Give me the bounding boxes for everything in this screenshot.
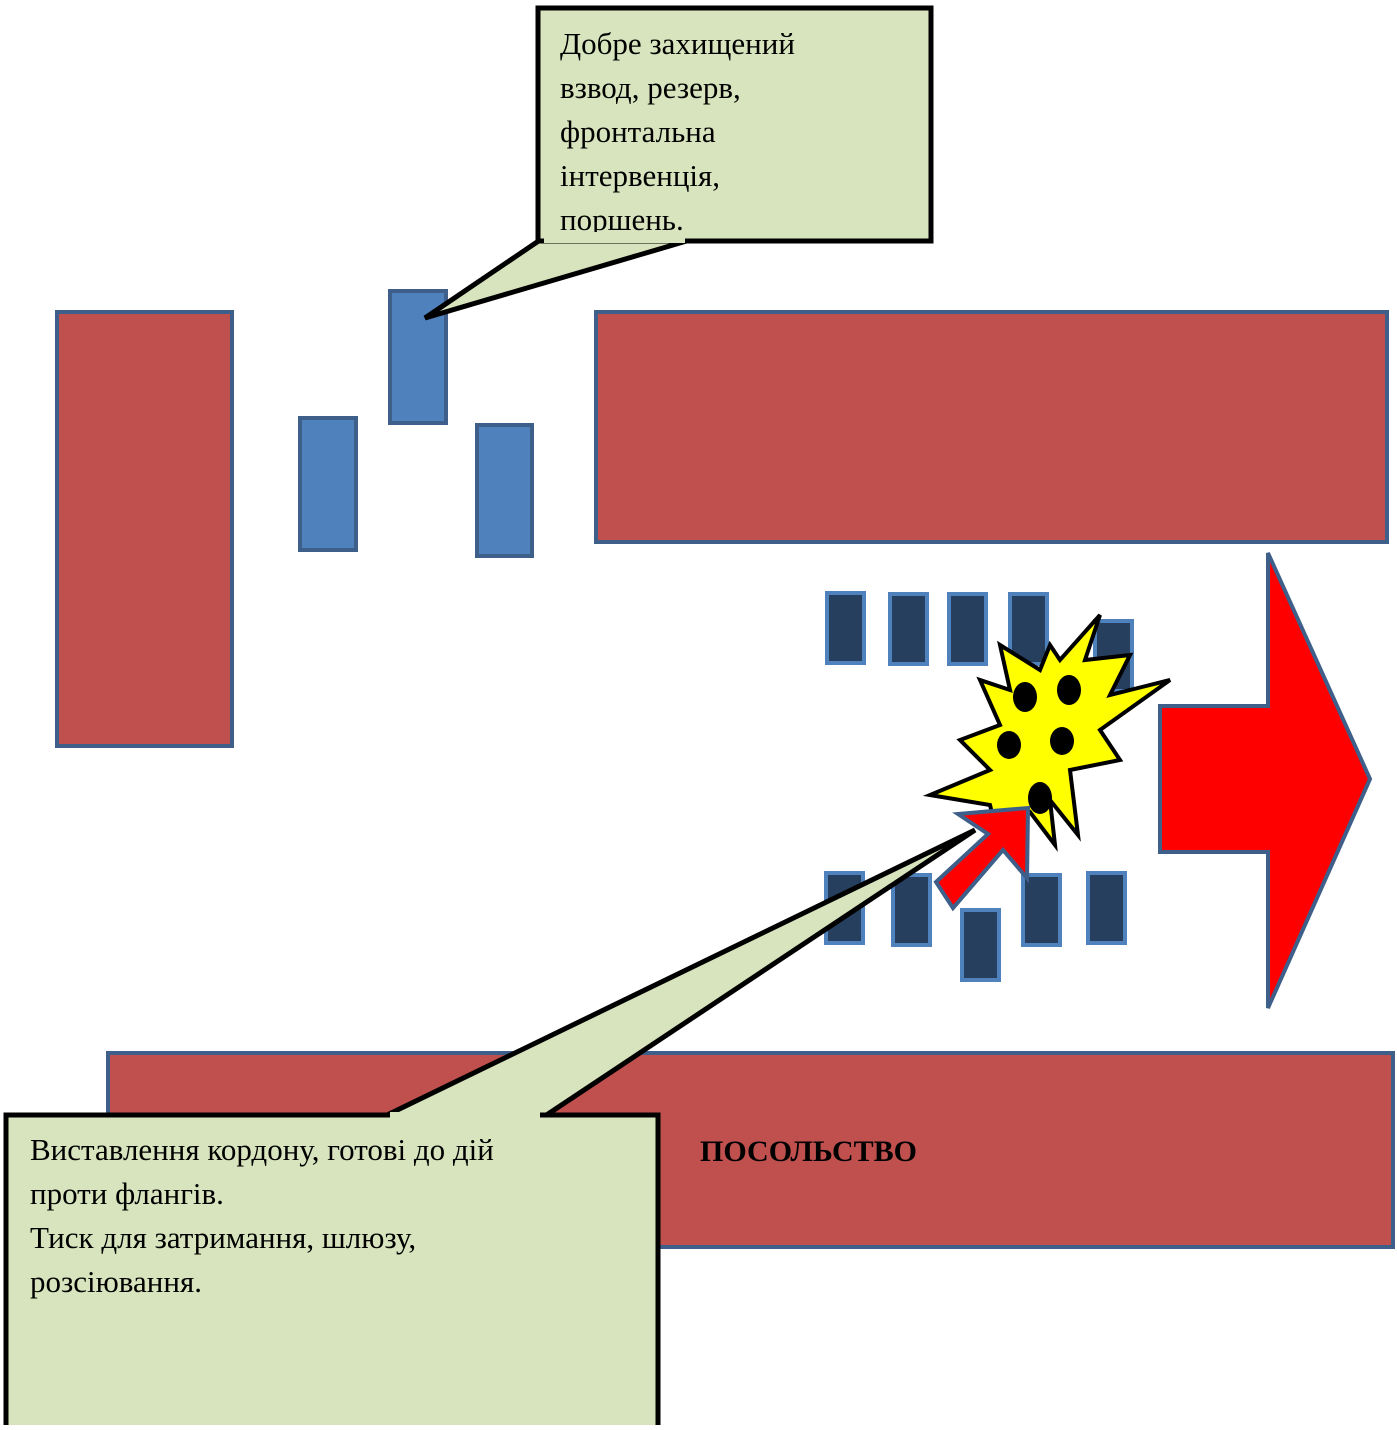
callout-bottom-box — [3, 1112, 661, 1430]
embassy-label: ПОСОЛЬСТВО — [700, 1135, 918, 1168]
crowd-unit — [947, 592, 988, 666]
friendly-unit — [298, 416, 358, 552]
crowd-unit — [825, 591, 866, 665]
callout-top-box — [535, 5, 934, 244]
crowd-unit — [1021, 873, 1062, 947]
crowd-unit — [1086, 871, 1127, 945]
crowd-member-dot — [1013, 682, 1037, 712]
callout-top-pointer — [423, 237, 691, 321]
callout-top-text: Добре захищений взвод, резерв, фронтальн… — [560, 26, 795, 232]
building-top-right — [594, 310, 1389, 544]
crowd-member-dot — [1028, 782, 1052, 814]
crowd-member-dot — [997, 731, 1021, 759]
callout-bottom-text: Виставлення кордону, готові до дій проти… — [30, 1132, 494, 1299]
crowd-unit — [888, 592, 929, 666]
right-arrow-icon — [1158, 552, 1373, 1009]
friendly-unit — [475, 423, 534, 558]
crowd-member-dot — [1050, 727, 1074, 755]
crowd-unit — [891, 873, 932, 947]
crowd-member-dot — [1057, 675, 1081, 705]
explosion-icon — [922, 613, 1172, 852]
diagonal-arrow-icon — [933, 805, 1031, 912]
crowd-unit — [960, 908, 1001, 982]
crowd-unit — [1008, 592, 1049, 666]
building-left — [55, 310, 234, 748]
